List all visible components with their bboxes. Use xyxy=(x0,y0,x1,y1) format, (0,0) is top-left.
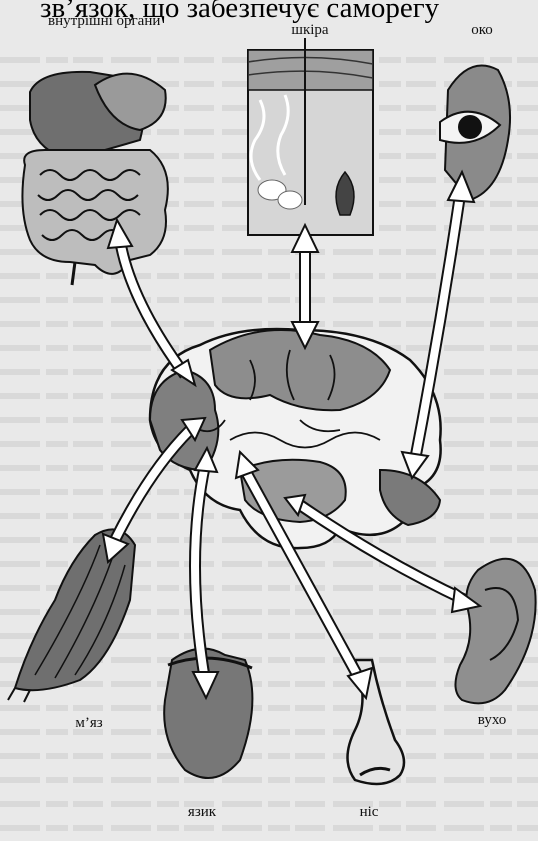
label-tongue: язик xyxy=(177,804,227,820)
label-eye: око xyxy=(462,22,502,38)
skin-illustration xyxy=(248,38,373,235)
internal-organs-illustration xyxy=(22,72,167,285)
label-skin: шкіра xyxy=(285,22,335,38)
label-muscle: м’яз xyxy=(64,715,114,731)
label-nose: ніс xyxy=(349,804,389,820)
label-internal-organs: внутрішні органи xyxy=(48,12,128,30)
label-ear: вухо xyxy=(467,712,517,728)
